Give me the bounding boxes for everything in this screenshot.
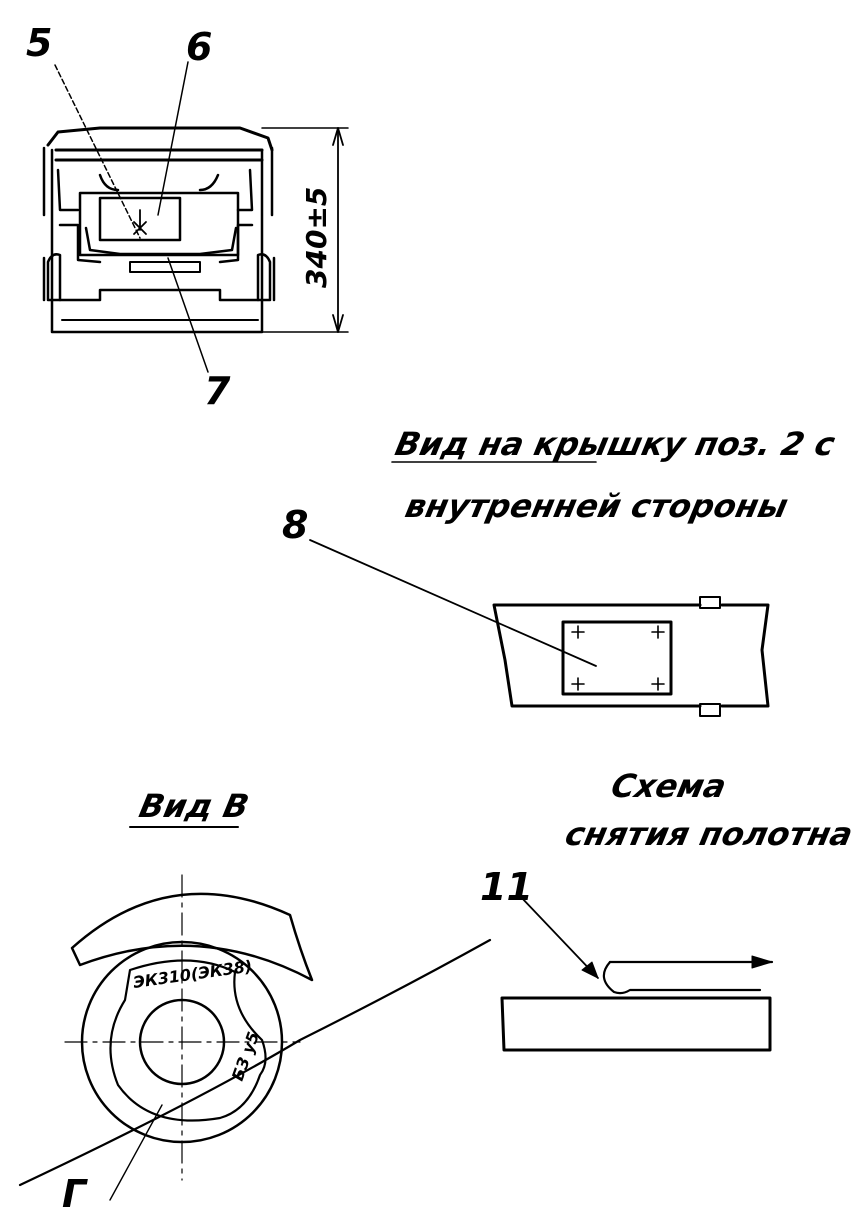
callout-6: 6 [186, 25, 213, 69]
callout-7: 7 [204, 369, 231, 413]
assembly-view [42, 61, 349, 373]
view-b-title: Вид В [135, 787, 253, 825]
callout-5: 5 [26, 21, 53, 65]
view-b [18, 826, 492, 1201]
lid-view-title-line1: Вид на крышку поз. 2 с [391, 425, 839, 463]
callout-g: Г [62, 1172, 87, 1216]
removal-scheme [500, 895, 774, 1052]
scheme-title-line1: Схема [607, 767, 730, 805]
lid-view-title-line2: внутренней стороны [401, 487, 792, 525]
lid-view [309, 461, 770, 717]
callout-11: 11 [480, 865, 533, 909]
scheme-title-line2: снятия полотна [561, 815, 857, 853]
callout-8: 8 [282, 503, 309, 547]
dimension-value: 340±5 [300, 187, 333, 288]
marking-side: БЗ у5 [228, 1029, 263, 1083]
